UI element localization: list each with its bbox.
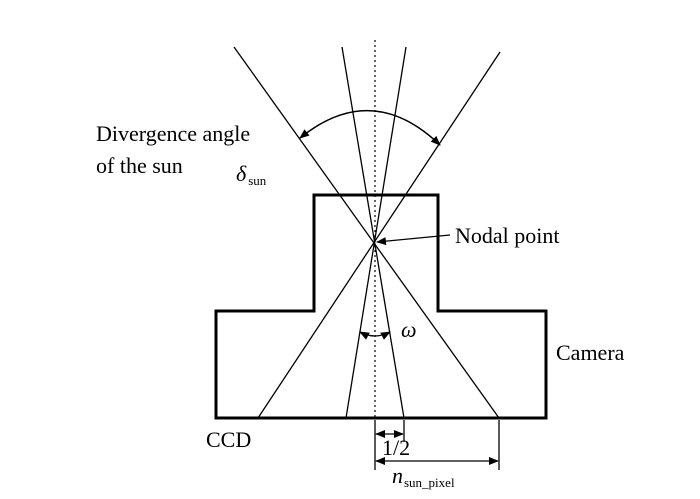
inner-ray-left [341, 46, 405, 419]
camera-label: Camera [556, 340, 625, 365]
outer-ray-right [257, 51, 501, 419]
inner-ray-right [345, 46, 407, 419]
n-subscript: sun_pixel [404, 475, 455, 490]
camera-body-outline [214, 193, 548, 420]
divergence-label-line2: of the sun [96, 153, 183, 178]
ccd-label: CCD [206, 427, 251, 452]
n-symbol: n [392, 463, 403, 488]
omega-angle-arc [359, 331, 391, 340]
half-label: 1/2 [382, 435, 410, 460]
omega-label: ω [401, 317, 417, 342]
nodal-point-leader [376, 234, 451, 246]
n-sun-pixel-label: nsun_pixel [392, 463, 455, 490]
divergence-label-line1: Divergence angle [96, 121, 250, 146]
nodal-point-label: Nodal point [455, 223, 560, 248]
divergence-angle-arc [299, 110, 441, 146]
delta-subscript: sun [248, 173, 267, 188]
outer-ray-left [233, 46, 500, 419]
delta-symbol: δ [236, 161, 247, 186]
